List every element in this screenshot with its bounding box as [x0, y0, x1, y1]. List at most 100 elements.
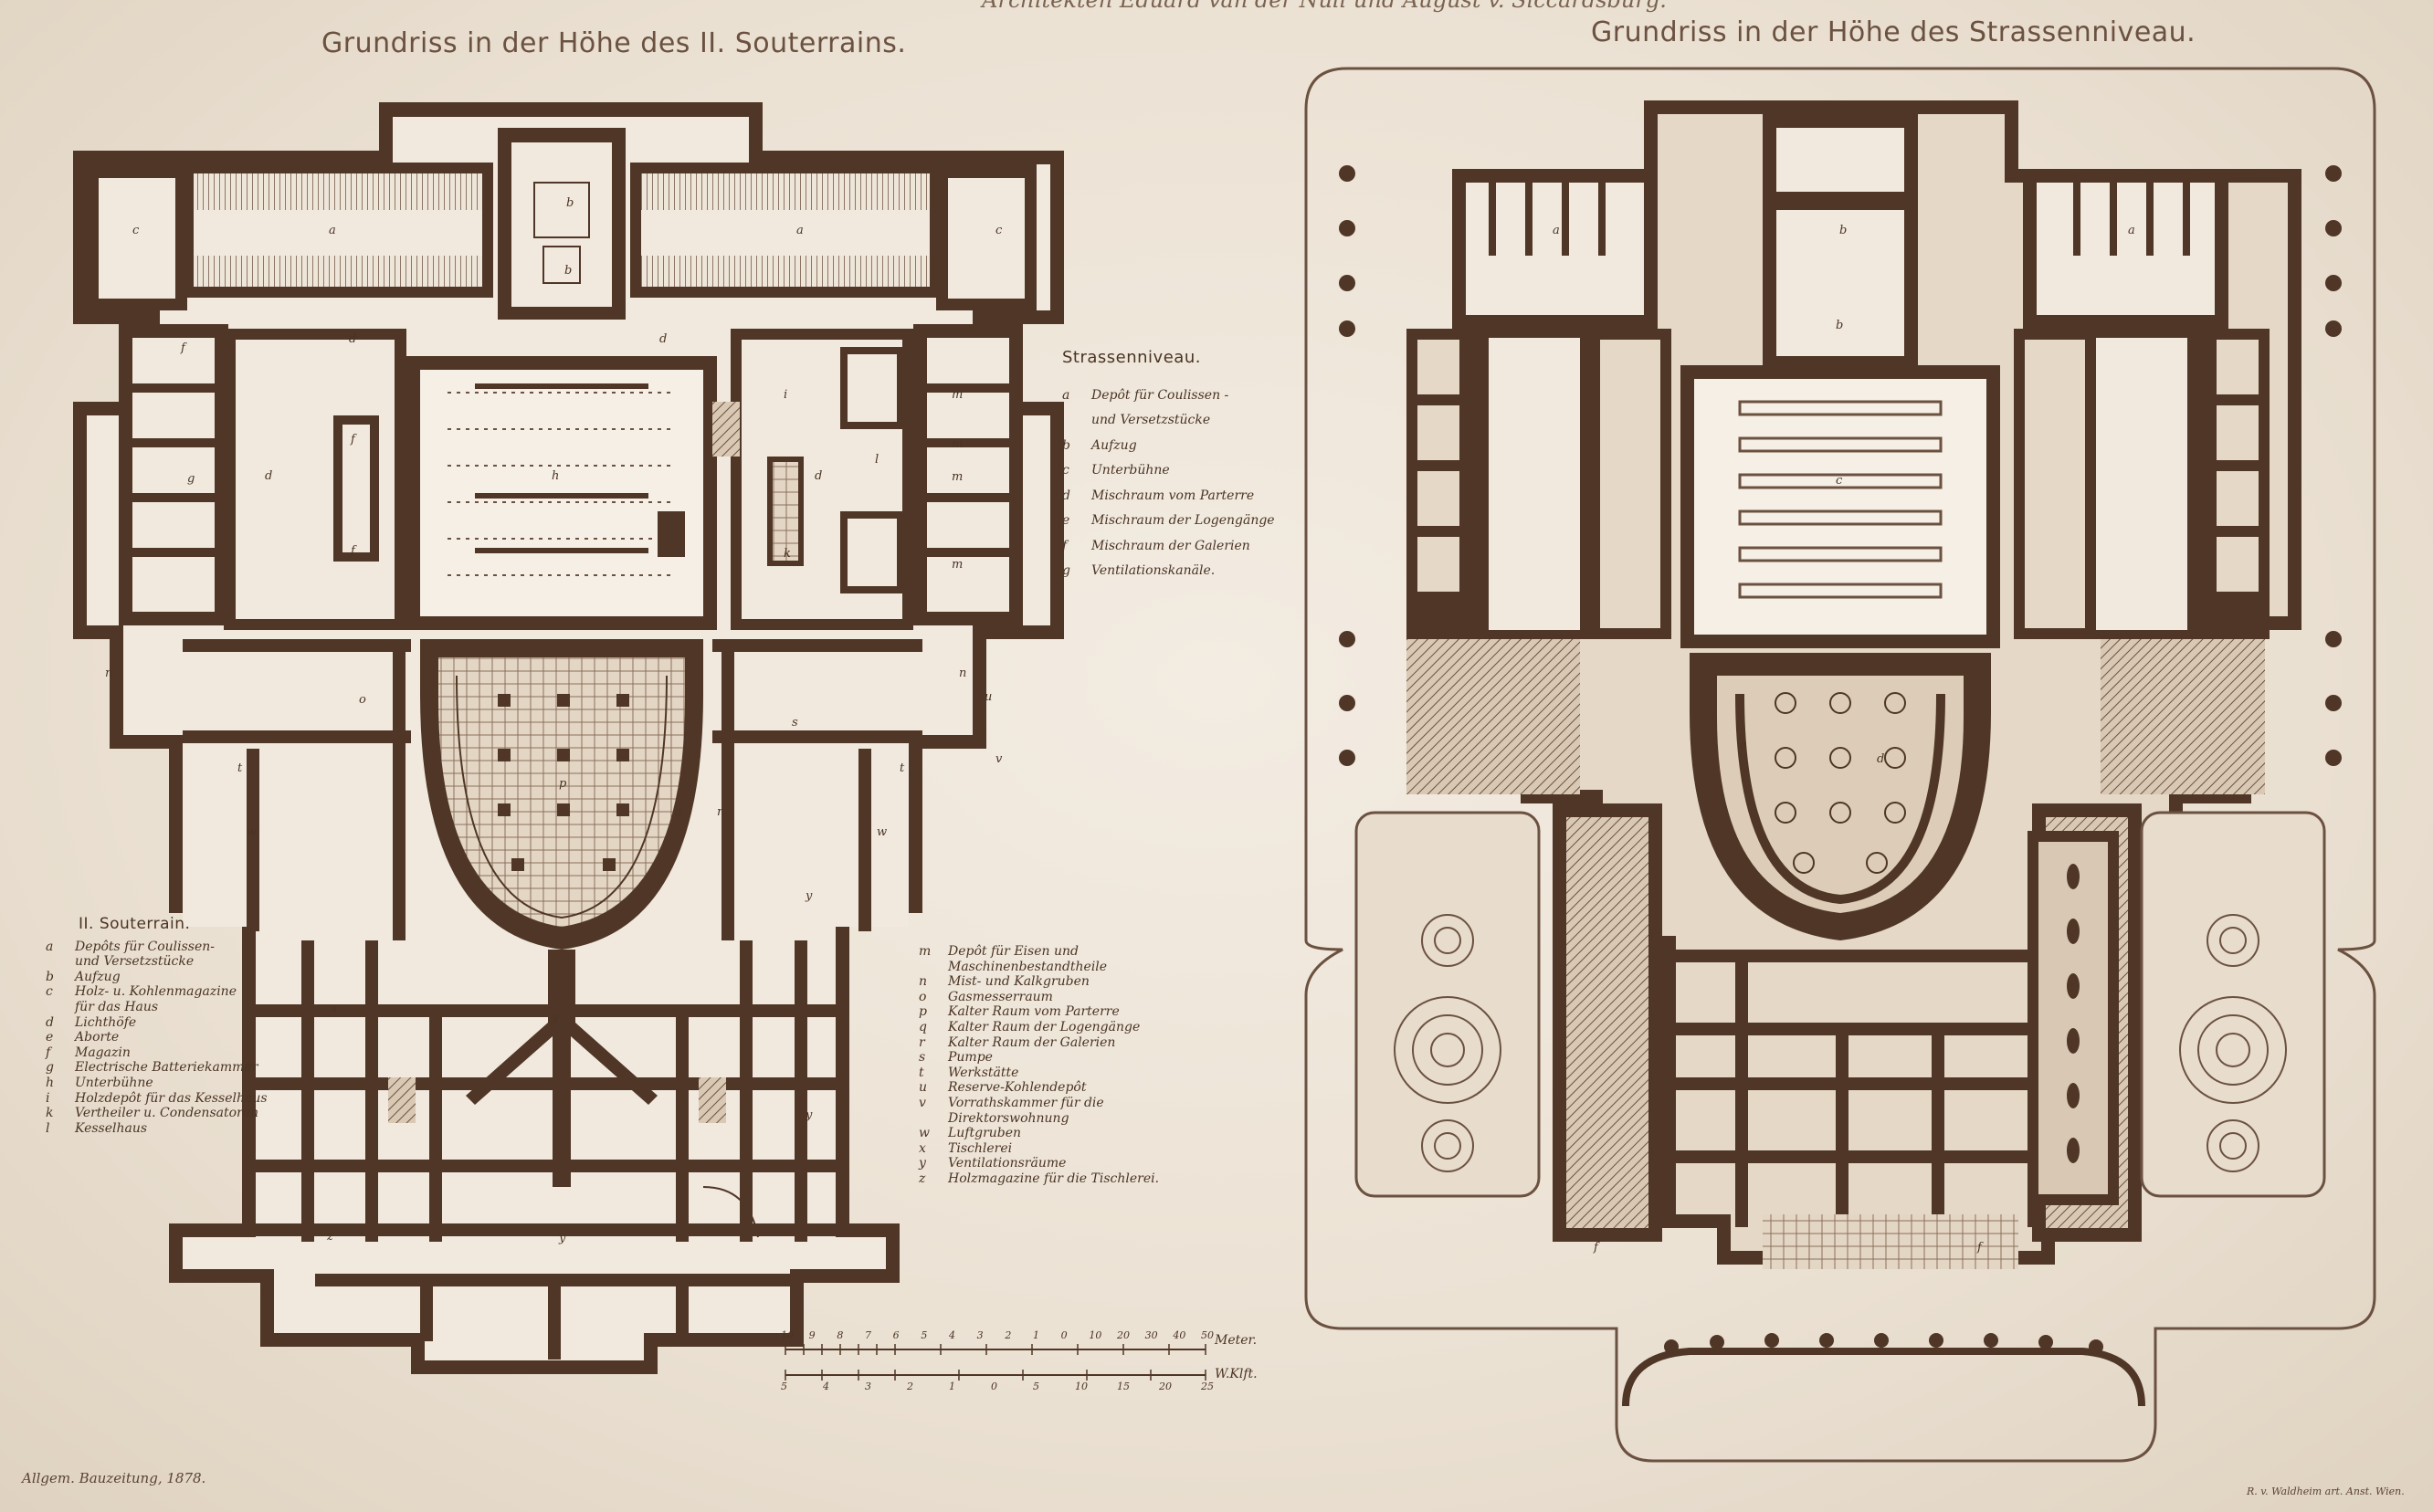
scale-tick-label: 25 [1201, 1381, 1214, 1392]
svg-text:q: q [674, 805, 681, 819]
svg-text:i: i [784, 388, 787, 402]
scale-tick-label: 5 [1033, 1381, 1039, 1392]
scale-bar [785, 1344, 1206, 1381]
svg-text:c: c [132, 224, 140, 237]
scale-tick-label: 0 [1060, 1329, 1068, 1341]
svg-text:y: y [805, 1108, 813, 1122]
svg-text:d: d [265, 469, 272, 483]
scale-tick-label: 7 [865, 1329, 871, 1341]
footer-publication: Allgem. Bauzeitung, 1878. [22, 1470, 206, 1486]
scale-unit-klafter: W.Klft. [1215, 1367, 1258, 1381]
scale-tick-label: 1 [1033, 1329, 1039, 1341]
scale-tick-label: 6 [892, 1329, 900, 1341]
svg-text:e: e [1740, 739, 1747, 752]
svg-text:t: t [237, 761, 243, 775]
svg-text:b: b [566, 196, 574, 210]
svg-text:d: d [349, 332, 356, 346]
scale-tick-label: 5 [781, 1381, 787, 1392]
svg-text:k: k [784, 547, 791, 561]
svg-text:d: d [815, 469, 822, 483]
svg-text:b: b [564, 264, 572, 278]
legend-item: und Versetzstücke [75, 954, 195, 970]
legend-souterrain-heading: II. Souterrain. [79, 915, 191, 933]
svg-text:d: d [1877, 752, 1884, 766]
footer-printer: R. v. Waldheim art. Anst. Wien. [2247, 1486, 2405, 1497]
svg-text:v: v [995, 752, 1003, 766]
scale-unit-meter: Meter. [1215, 1333, 1258, 1348]
right-plan-title: Grundriss in der Höhe des Strassenniveau… [1591, 16, 2196, 48]
svg-text:z: z [326, 1230, 333, 1244]
svg-text:p: p [559, 777, 567, 791]
scale-tick-label: 0 [991, 1381, 997, 1392]
scale-tick-label: 5 [921, 1329, 928, 1341]
svg-text:m: m [952, 470, 963, 484]
svg-text:m: m [952, 437, 963, 451]
legend-item: Direktorswohnung [948, 1110, 1069, 1126]
scale-tick-label: 10 [1089, 1329, 1102, 1341]
svg-text:u: u [985, 690, 992, 704]
svg-text:a: a [1553, 224, 1560, 237]
svg-text:y: y [552, 1011, 560, 1024]
svg-text:a: a [329, 224, 336, 237]
svg-text:d: d [659, 332, 667, 346]
svg-text:n: n [105, 667, 112, 680]
legend-item: Maschinenbestandtheile [948, 959, 1108, 974]
svg-text:c: c [995, 224, 1003, 237]
scale-tick-label: 20 [1159, 1381, 1172, 1392]
right-plan: aa bb c d e ff [1304, 67, 2376, 1463]
svg-text:f: f [1593, 1241, 1600, 1255]
svg-text:b: b [1839, 224, 1847, 237]
scale-tick-label: 20 [1117, 1329, 1130, 1341]
left-plan-title: Grundriss in der Höhe des II. Souterrain… [321, 27, 907, 59]
legend-item: und Versetzstücke [1091, 413, 1211, 427]
scale-tick-label: 10 [781, 1329, 794, 1341]
svg-text:s: s [792, 716, 798, 730]
scale-tick-label: 4 [949, 1329, 955, 1341]
scale-tick-label: 3 [865, 1381, 871, 1392]
svg-text:h: h [552, 469, 559, 483]
svg-text:r: r [717, 805, 723, 819]
scale-tick-label: 8 [837, 1329, 844, 1341]
scale-tick-label: 15 [1117, 1381, 1130, 1392]
scale-tick-label: 4 [823, 1381, 829, 1392]
svg-text:g: g [187, 472, 195, 486]
svg-text:w: w [247, 825, 257, 839]
scale-tick-label: 40 [1173, 1329, 1186, 1341]
scale-tick-label: 9 [808, 1329, 816, 1341]
top-credit: Architekten Eduard van der Nüll und Augu… [982, 0, 1667, 13]
svg-text:b: b [1836, 319, 1843, 332]
svg-text:a: a [2128, 224, 2135, 237]
scale-tick-label: 2 [907, 1381, 913, 1392]
svg-text:f: f [350, 544, 357, 558]
scale-tick-label: 30 [1144, 1329, 1158, 1341]
scale-tick-label: 10 [1075, 1381, 1088, 1392]
svg-text:f: f [180, 341, 187, 355]
svg-text:f: f [1976, 1241, 1984, 1255]
scale-tick-label: 50 [1201, 1329, 1214, 1341]
